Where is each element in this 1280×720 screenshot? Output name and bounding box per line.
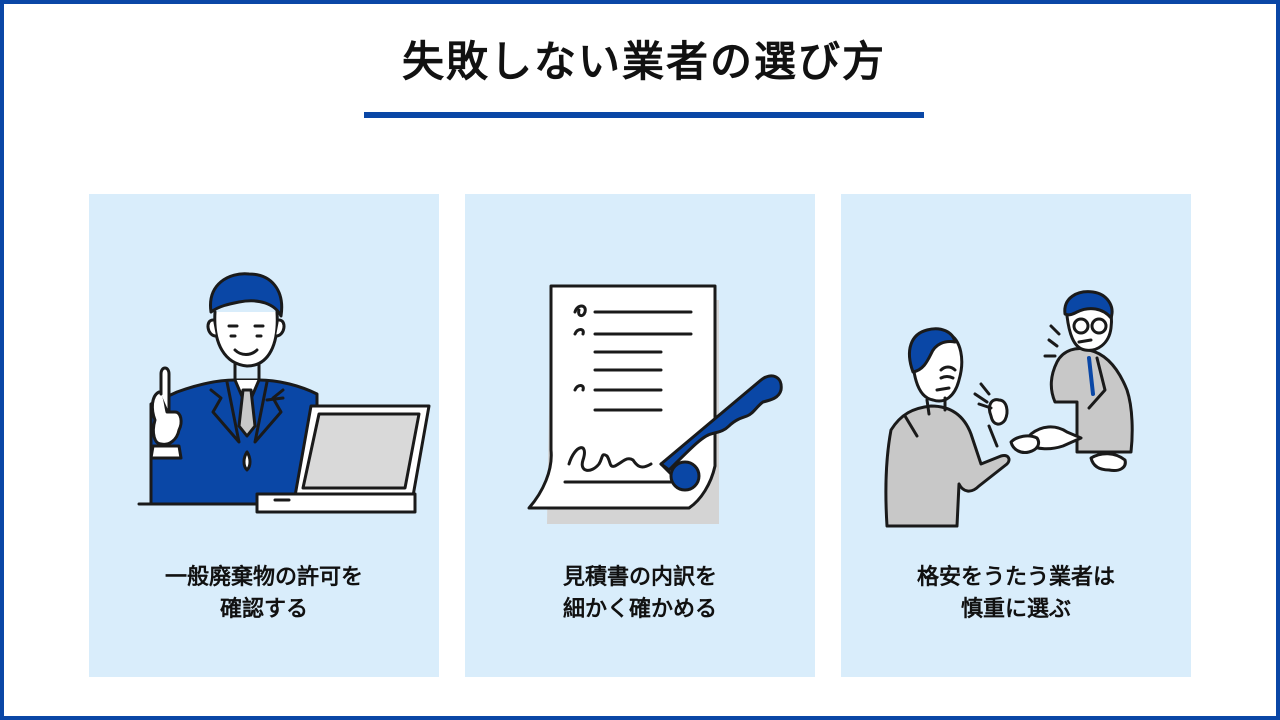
- card-caption: 格安をうたう業者は 慎重に選ぶ: [916, 565, 1115, 622]
- title-underline: [364, 112, 924, 118]
- document-signature-icon: [527, 284, 783, 524]
- card-cheap-warning: 格安をうたう業者は 慎重に選ぶ: [841, 194, 1191, 677]
- businessman-at-laptop-icon: [137, 272, 431, 514]
- slide-title: 失敗しない業者の選び方: [401, 37, 886, 86]
- card-caption: 一般廃棄物の許可を 確認する: [164, 565, 363, 622]
- card-license-check: 一般廃棄物の許可を 確認する: [89, 194, 439, 677]
- card-caption: 見積書の内訳を 細かく確かめる: [562, 565, 717, 622]
- two-men-negotiating-icon: [884, 290, 1134, 528]
- card-estimate-check: 見積書の内訳を 細かく確かめる: [465, 194, 815, 677]
